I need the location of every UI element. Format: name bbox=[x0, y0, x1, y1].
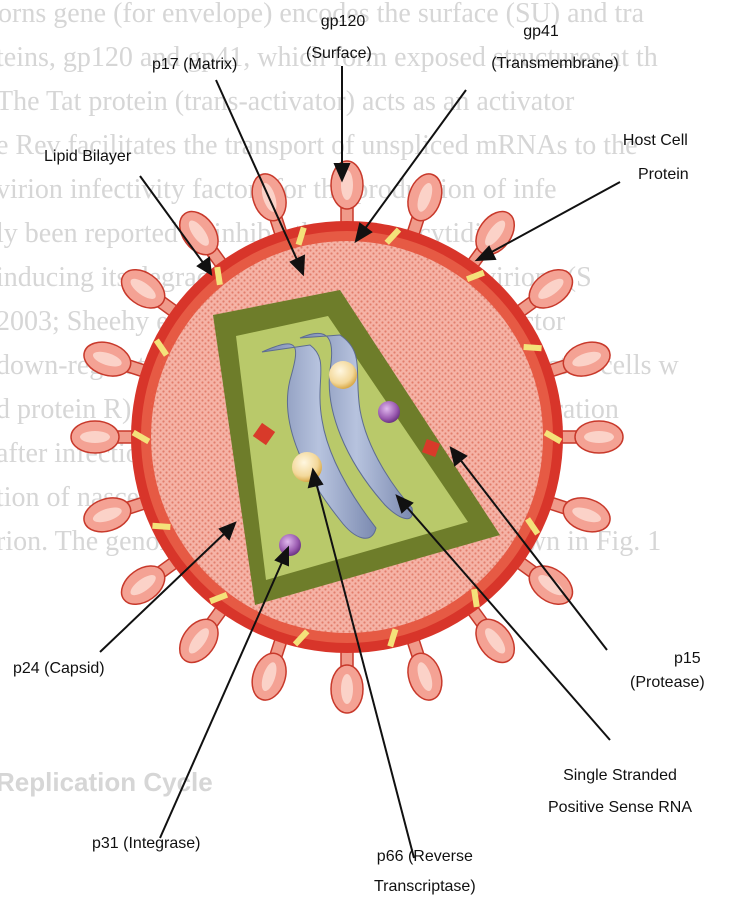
arrowhead-lipid-bilayer bbox=[198, 258, 211, 274]
label-gp120-desc: (Surface) bbox=[306, 45, 368, 63]
gp120-gp41-spike bbox=[331, 161, 363, 229]
label-gp120: gp120 (Surface) bbox=[318, 13, 368, 63]
gp120-gp41-spike bbox=[71, 421, 139, 453]
reverse-transcriptase-particle bbox=[329, 361, 357, 389]
label-p66-line2: Transcriptase) bbox=[374, 878, 476, 896]
label-p31: p31 (Integrase) bbox=[92, 835, 201, 853]
label-p15-desc: (Protease) bbox=[630, 674, 705, 692]
label-gp120-name: gp120 bbox=[318, 13, 368, 31]
label-p66: p66 (Reverse Transcriptase) bbox=[374, 848, 476, 896]
label-lipid-bilayer: Lipid Bilayer bbox=[44, 148, 131, 166]
label-p24: p24 (Capsid) bbox=[13, 660, 105, 678]
label-rna: Single Stranded Positive Sense RNA bbox=[530, 767, 710, 817]
label-rna-line1: Single Stranded bbox=[530, 767, 710, 785]
gp120-highlight bbox=[584, 431, 614, 443]
label-p15: p15 (Protease) bbox=[630, 650, 705, 692]
gp120-highlight bbox=[341, 674, 353, 704]
label-host-cell-line1: Host Cell bbox=[622, 132, 689, 150]
label-p17: p17 (Matrix) bbox=[152, 56, 237, 74]
gp120-gp41-spike bbox=[555, 421, 623, 453]
label-rna-line2: Positive Sense RNA bbox=[530, 799, 710, 817]
label-gp41-name: gp41 bbox=[452, 23, 630, 41]
label-gp41: gp41 (Transmembrane) bbox=[480, 23, 630, 73]
gp120-highlight bbox=[80, 431, 110, 443]
label-host-cell-protein: Host Cell Protein bbox=[622, 132, 689, 184]
label-p15-name: p15 bbox=[670, 650, 705, 668]
label-host-cell-line2: Protein bbox=[638, 166, 689, 184]
arrow-p17 bbox=[216, 80, 298, 262]
gp120-gp41-spike bbox=[331, 645, 363, 713]
integrase-particle bbox=[378, 401, 400, 423]
label-p66-line1: p66 (Reverse bbox=[374, 848, 476, 866]
label-gp41-desc: (Transmembrane) bbox=[480, 55, 630, 73]
